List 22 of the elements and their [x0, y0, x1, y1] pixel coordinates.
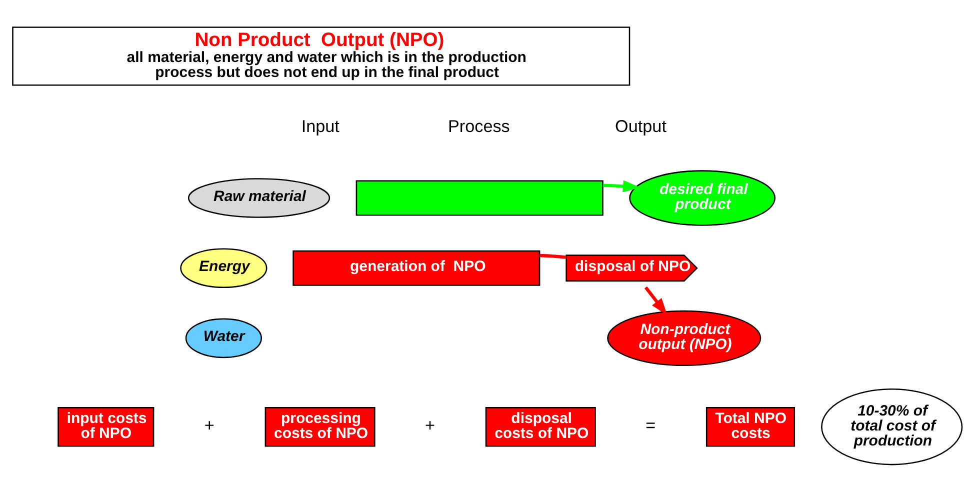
node-box: disposal costs of NPO: [485, 406, 596, 447]
node-ellipse: Raw material: [188, 178, 330, 218]
label: =: [646, 414, 656, 435]
node-ellipse: Non-product output (NPO): [607, 310, 762, 366]
node-ellipse: 10-30% of total cost of production: [821, 388, 963, 466]
arrow: [644, 286, 668, 316]
node-box: generation of NPO: [292, 250, 540, 286]
node-ellipse: Energy: [180, 248, 268, 288]
node-box: processing costs of NPO: [264, 406, 376, 447]
arrow: [603, 180, 640, 192]
node-bar: [356, 180, 604, 216]
label: Output: [615, 116, 666, 136]
node-box: input costs of NPO: [58, 406, 154, 447]
label: +: [204, 414, 214, 435]
node-box: Total NPO costs: [706, 406, 796, 447]
node-ellipse: desired final product: [629, 170, 776, 226]
node-ellipse: Water: [185, 318, 262, 358]
connector: [540, 254, 566, 259]
node-box: Non Product Output (NPO) all material, energy and water which is in the production process but does not end up in the final product: [12, 26, 630, 86]
label: Process: [448, 116, 510, 136]
label: Input: [301, 116, 340, 136]
label: +: [424, 414, 436, 435]
